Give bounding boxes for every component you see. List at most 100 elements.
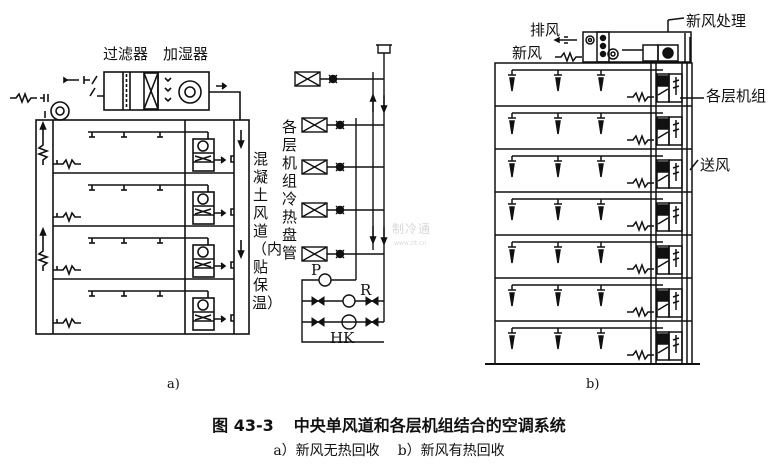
exhaust-damper (40, 94, 49, 102)
floor-unit-coil (657, 217, 669, 225)
floor-unit (192, 191, 215, 225)
floor-unit-fan-icon (657, 290, 669, 302)
floor-unit-coil-x (194, 155, 212, 162)
air-jet-icon (555, 77, 561, 92)
fresh-air-label: 新风 (512, 44, 543, 62)
duct-opening (230, 208, 234, 216)
exhaust-fan-hub (587, 37, 593, 43)
outlet-arrow (214, 315, 227, 323)
return-grille-icon (627, 305, 654, 319)
floor-unit-fan-icon (197, 140, 209, 152)
floor-unit-side (668, 288, 683, 318)
fresh-air-zigzag-icon (555, 50, 582, 64)
floor-coil-2-diag (301, 117, 328, 133)
air-jet-icon (555, 249, 561, 264)
air-jet-icon (509, 163, 515, 178)
figure-title: 中央单风道和各层机组结合的空调系统 (293, 416, 566, 435)
return-grille-icon (53, 264, 81, 277)
supply-damper-icon (672, 335, 680, 353)
floor-coil-1-diag (294, 71, 321, 87)
air-jet-icon (555, 292, 561, 307)
leader-line (667, 17, 685, 21)
air-jet-icon (509, 206, 515, 221)
supply-damper-icon (672, 206, 680, 224)
roof-equipment-housing (582, 31, 692, 63)
pump-hk-label: HK (330, 329, 355, 347)
floor-unit-coil (657, 88, 669, 96)
air-jet-icon (598, 120, 604, 135)
supply-fan-icon (178, 80, 202, 104)
air-jet-icon (509, 335, 515, 350)
air-jet-icon (555, 206, 561, 221)
return-grille-icon (627, 133, 654, 147)
three-way-valve-body (335, 120, 345, 130)
supply-damper-icon (672, 77, 680, 95)
floor-unit-fan-icon (657, 247, 669, 259)
air-jet-icon (555, 163, 561, 178)
panel-b-label: b) (586, 377, 600, 392)
supply-arrow-icon-head (237, 250, 245, 260)
floor-unit-fan-icon (657, 75, 669, 87)
treatment-fan-icon (662, 47, 674, 59)
humidifier-label: 加湿器 (163, 45, 209, 63)
three-way-valve-body (335, 162, 345, 172)
floor-unit-coil-x (194, 314, 212, 321)
floor-unit-side (668, 331, 683, 361)
duct-opening (230, 155, 234, 163)
three-way-valve-body (335, 249, 345, 259)
supply-arrow-icon-head (237, 140, 245, 150)
exhaust-fan-icon (50, 101, 70, 121)
coil-piping-drawing (294, 44, 392, 343)
air-jet-icon (598, 249, 604, 264)
return-arrow-icon-head (39, 120, 47, 130)
coil-x-diag (143, 72, 159, 110)
fresh-air-arrow (63, 76, 69, 84)
fresh-air-treatment-fan (657, 44, 679, 62)
wheel-dot (599, 42, 607, 50)
supply-damper-icon (672, 163, 680, 181)
return-grille-icon (53, 317, 81, 330)
wheel-dot (599, 34, 607, 42)
air-jet-icon (509, 292, 515, 307)
return-grille-icon (627, 219, 654, 233)
heat-recovery-wheel (596, 31, 610, 63)
riser-flow-arrow-icon-head (369, 236, 377, 245)
air-jet-icon (509, 77, 515, 92)
floor-unit-coil-x (194, 208, 212, 215)
return-grille-icon (53, 211, 81, 224)
pump-r-label: R (360, 281, 372, 299)
panel-a-drawing (10, 71, 250, 335)
outlet-arrow (214, 209, 227, 217)
air-jet-icon (598, 163, 604, 178)
fresh-air-fan-hub (610, 51, 616, 57)
pump-loop (301, 279, 384, 343)
air-jet-icon (598, 206, 604, 221)
floor-unit-side (668, 73, 683, 103)
floor-unit-fan-icon (657, 204, 669, 216)
subcaption-b: b）新风有热回收 (397, 443, 505, 459)
return-grille-icon (627, 176, 654, 190)
air-jet-icon (598, 335, 604, 350)
floor-unit-side (668, 245, 683, 275)
return-zigzag-icon (36, 140, 50, 165)
air-jet-icon (509, 249, 515, 264)
figure-number: 图 43-3 (212, 416, 274, 435)
building-outline (35, 119, 250, 335)
floor-unit-coil (657, 131, 669, 139)
leader-line (689, 159, 699, 171)
air-jet-icon (509, 120, 515, 135)
pump-r-icon (342, 294, 356, 308)
return-grille-icon (53, 158, 81, 171)
valve-icon (365, 296, 379, 306)
three-way-valve-body (328, 74, 338, 84)
wheel-dot (599, 50, 607, 58)
exhaust-fan-icon (585, 35, 595, 45)
filter-label: 过滤器 (103, 45, 149, 63)
exhaust-dash (564, 36, 568, 44)
supply-damper-icon (672, 120, 680, 138)
supply-arrow (216, 82, 228, 90)
riser-flow-arrow-icon-head (369, 93, 377, 102)
floor-unit-fan-icon (657, 333, 669, 345)
fresh-air-treatment-label: 新风处理 (686, 12, 747, 30)
